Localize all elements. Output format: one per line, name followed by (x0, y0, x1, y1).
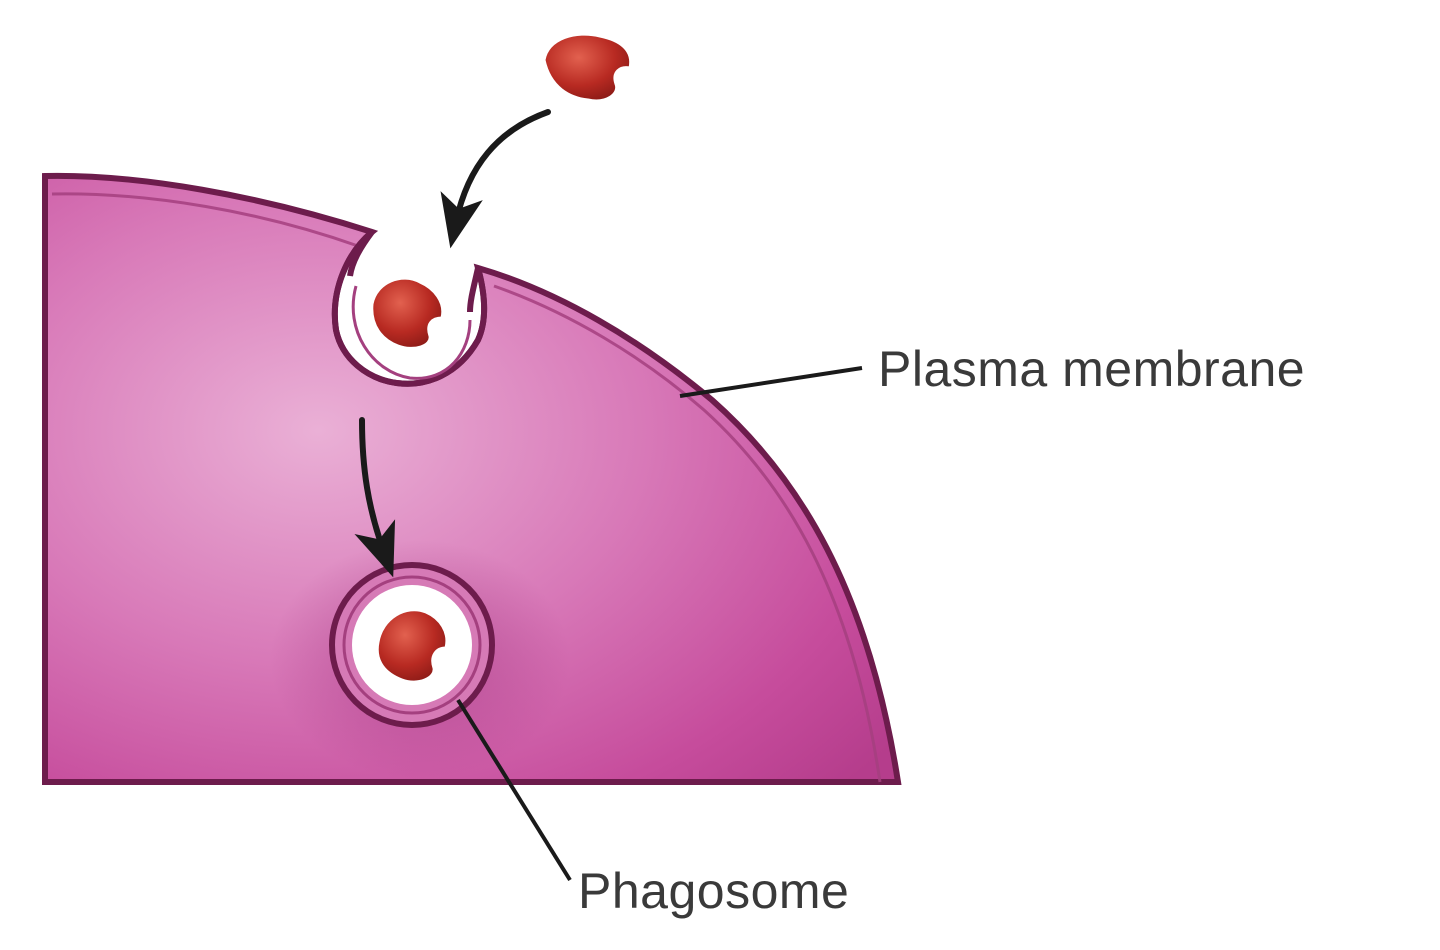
membrane-invagination (331, 229, 488, 387)
phagosome-leader-line (456, 698, 572, 882)
curved-arrow-icon (354, 417, 396, 578)
phagosome-inner-membrane (342, 575, 482, 715)
plasma-membrane-leader-line (679, 366, 863, 398)
foreign-particle-icon (370, 276, 445, 350)
pocket-edge-right (467, 267, 481, 313)
foreign-particle-icon (542, 32, 633, 103)
foreign-particle-icon (375, 608, 449, 684)
phagosome-label: Phagosome (578, 863, 850, 919)
pocket-opening (380, 222, 472, 282)
pocket-edge-left (347, 230, 375, 277)
invagination-pocket-rim (351, 285, 472, 380)
curved-arrow-icon (440, 109, 551, 249)
plasma-membrane-label: Plasma membrane (878, 341, 1306, 397)
plasma-membrane-inner-line (51, 192, 882, 783)
